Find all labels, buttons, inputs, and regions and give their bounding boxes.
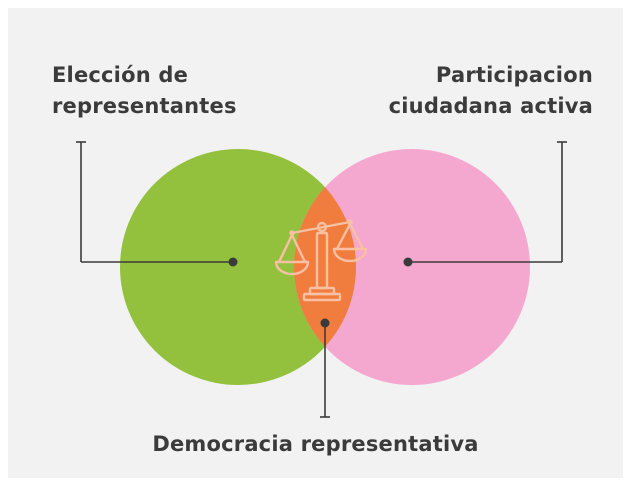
connector-right-dot [403, 257, 413, 267]
connector-left-dot [228, 257, 238, 267]
connector-bottom-dot [320, 318, 330, 328]
label-eleccion-de-representantes: Elección de representantes [52, 63, 237, 118]
connector-right [408, 141, 567, 263]
balance-scale-icon [274, 219, 368, 302]
connector-bottom [320, 323, 330, 418]
label-participacion-ciudadana-activa: Participacion ciudadana activa [388, 63, 593, 118]
connector-left [76, 141, 233, 263]
circle-left [120, 149, 356, 385]
label-democracia-representativa: Democracia representativa [152, 432, 479, 456]
circle-right [294, 149, 530, 385]
